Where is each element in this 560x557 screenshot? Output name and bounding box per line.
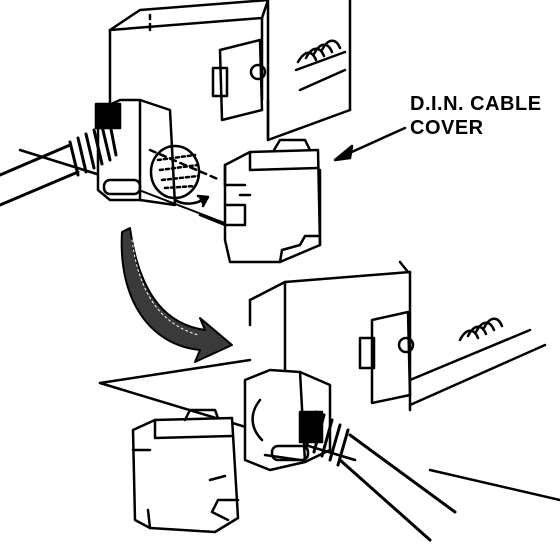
- bottom-din-connector-icon: [300, 412, 348, 465]
- callout-leader-arrow: [335, 128, 405, 160]
- curved-arrow-icon: [122, 228, 232, 362]
- bottom-device-housing: [100, 262, 560, 500]
- spring-coil-icon: [296, 41, 345, 90]
- top-cable: [0, 104, 120, 205]
- top-din-cable-cover-icon: [225, 140, 320, 262]
- callout-line-1: D.I.N. CABLE: [410, 93, 542, 115]
- din-cable-cover-callout: D.I.N. CABLE COVER: [410, 92, 550, 140]
- top-rear-panel-plate: [213, 40, 345, 138]
- top-socket-detail: [150, 146, 220, 206]
- bottom-spring-coil-icon: [460, 319, 502, 340]
- bottom-connector-bracket: [245, 370, 330, 470]
- bottom-rear-panel-plate: [360, 312, 545, 405]
- bottom-din-cable-cover-icon: [133, 410, 238, 532]
- callout-line-2: COVER: [410, 117, 484, 139]
- bottom-cable: [300, 412, 455, 540]
- top-din-connector-icon: [70, 104, 120, 175]
